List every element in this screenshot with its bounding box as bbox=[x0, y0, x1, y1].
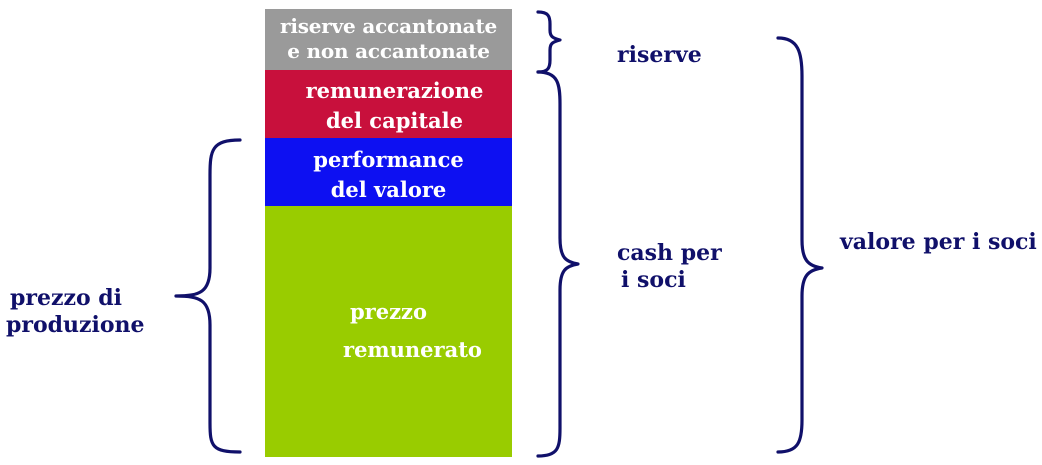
label-production-price-line1: prezzo di bbox=[10, 285, 123, 311]
segment-capital: remunerazione del capitale bbox=[265, 70, 512, 138]
segment-performance-line1: performance bbox=[313, 147, 464, 172]
brace-shareholder-value bbox=[776, 36, 824, 454]
label-cash: cash per i soci bbox=[617, 240, 722, 294]
label-cash-line1: cash per bbox=[617, 240, 722, 266]
brace-production-price bbox=[174, 138, 242, 454]
segment-capital-line2: del capitale bbox=[325, 108, 464, 133]
segment-price-line1: prezzo bbox=[350, 299, 427, 324]
value-stack: riserve accantonate e non accantonate re… bbox=[265, 9, 512, 457]
segment-price-line2: remunerato bbox=[343, 337, 482, 362]
label-cash-line2: i soci bbox=[621, 267, 686, 293]
segment-capital-line1: remunerazione bbox=[305, 78, 484, 103]
label-reserves: riserve bbox=[617, 42, 702, 68]
brace-reserves bbox=[536, 10, 562, 74]
label-shareholder-value: valore per i soci bbox=[840, 229, 1037, 255]
segment-reserves-line1: riserve accantonate bbox=[279, 14, 498, 38]
brace-cash bbox=[536, 70, 580, 458]
segment-performance: performance del valore bbox=[265, 138, 512, 206]
segment-reserves-line2: e non accantonate bbox=[287, 39, 490, 63]
label-production-price-line2: produzione bbox=[6, 312, 145, 338]
segment-performance-line2: del valore bbox=[330, 177, 447, 202]
label-production-price: prezzo di produzione bbox=[6, 285, 145, 339]
segment-reserves: riserve accantonate e non accantonate bbox=[265, 9, 512, 70]
segment-price: prezzo remunerato bbox=[265, 206, 512, 457]
